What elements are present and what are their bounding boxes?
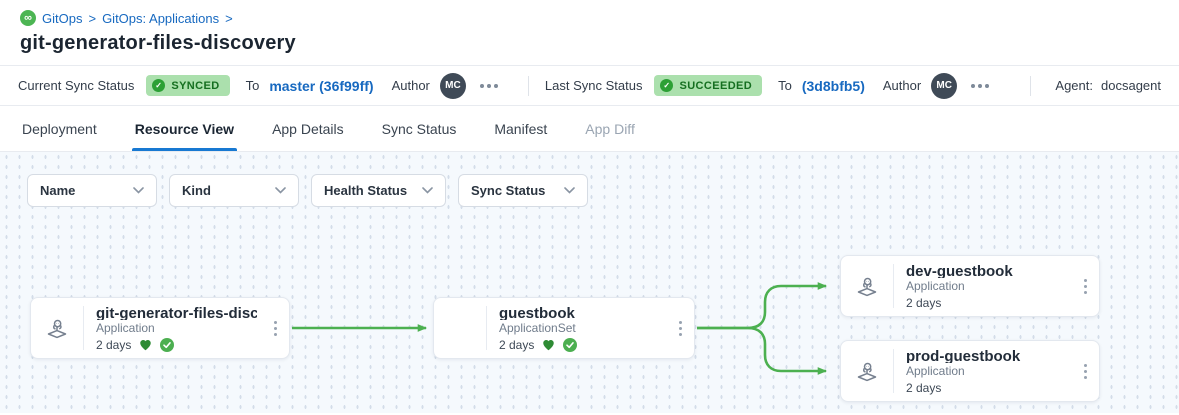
tab-bar: Deployment Resource View App Details Syn…	[0, 106, 1179, 152]
last-revision-link[interactable]: (3d8bfb5)	[801, 77, 865, 94]
node-title: dev-guestbook	[906, 263, 1013, 278]
tab-deployment[interactable]: Deployment	[22, 120, 97, 137]
breadcrumb-separator: >	[225, 10, 233, 26]
node-age: 2 days	[96, 338, 132, 352]
tab-app-details[interactable]: App Details	[272, 120, 344, 137]
sync-check-icon	[160, 338, 175, 352]
more-options-icon[interactable]	[479, 83, 498, 88]
more-options-icon[interactable]	[971, 83, 990, 88]
divider	[893, 349, 894, 393]
breadcrumb: ∞ GitOps > GitOps: Applications >	[20, 10, 1159, 26]
filter-sync-status-label: Sync Status	[471, 183, 546, 198]
breadcrumb-separator: >	[88, 10, 97, 26]
current-sync-status-label: Current Sync Status	[18, 78, 135, 93]
graph-filters: Name Kind Health Status Sync Status	[27, 174, 588, 207]
argo-application-icon	[31, 298, 83, 358]
succeeded-badge-label: SUCCEEDED	[679, 79, 753, 92]
node-title: guestbook	[499, 305, 575, 320]
page-title: git-generator-files-discovery	[20, 32, 296, 54]
to-label: To	[245, 78, 260, 93]
tab-manifest[interactable]: Manifest	[494, 120, 548, 137]
filter-health-status[interactable]: Health Status	[311, 174, 446, 207]
node-menu-icon[interactable]	[666, 298, 694, 358]
succeeded-badge: ✓ SUCCEEDED	[654, 75, 763, 96]
author-label: Author	[882, 78, 922, 93]
gitops-logo-icon: ∞	[20, 10, 36, 26]
sync-check-icon	[563, 338, 578, 352]
divider	[83, 306, 84, 350]
node-title: git-generator-files-disco...	[96, 305, 257, 320]
current-revision-link[interactable]: master (36f99ff)	[269, 77, 374, 94]
chevron-down-icon	[133, 187, 144, 194]
node-age: 2 days	[906, 381, 942, 395]
to-label: To	[778, 78, 792, 93]
divider	[1030, 75, 1032, 96]
check-circle-icon: ✓	[660, 79, 674, 92]
health-heart-icon	[543, 340, 555, 351]
breadcrumb-applications[interactable]: GitOps: Applications	[102, 10, 220, 26]
graph-edges	[292, 282, 828, 375]
node-age: 2 days	[499, 338, 535, 352]
node-git-generator-files-discovery[interactable]: git-generator-files-disco... Application…	[30, 297, 290, 359]
filter-health-status-label: Health Status	[324, 183, 408, 198]
chevron-down-icon	[422, 187, 433, 194]
node-kind: Application	[906, 364, 965, 378]
argo-application-icon	[841, 256, 893, 316]
argo-application-icon	[841, 341, 893, 401]
resource-graph: Name Kind Health Status Sync Status	[0, 152, 1179, 413]
node-kind: ApplicationSet	[499, 321, 576, 335]
divider	[527, 75, 529, 96]
breadcrumb-gitops[interactable]: GitOps	[42, 10, 83, 26]
node-age: 2 days	[906, 296, 942, 310]
filter-name[interactable]: Name	[27, 174, 157, 207]
node-menu-icon[interactable]	[1071, 256, 1099, 316]
node-menu-icon[interactable]	[261, 298, 289, 358]
node-menu-icon[interactable]	[1071, 341, 1099, 401]
status-bar: Current Sync Status ✓ SYNCED To master (…	[0, 65, 1179, 106]
node-kind: Application	[906, 279, 965, 293]
filter-name-label: Name	[40, 183, 76, 198]
applicationset-icon	[434, 298, 486, 358]
node-guestbook[interactable]: guestbook ApplicationSet 2 days	[433, 297, 695, 359]
health-heart-icon	[140, 340, 152, 351]
node-dev-guestbook[interactable]: dev-guestbook Application 2 days	[840, 255, 1100, 317]
author-label: Author	[391, 78, 430, 93]
tab-resource-view[interactable]: Resource View	[131, 106, 238, 151]
chevron-down-icon	[564, 187, 575, 194]
node-title: prod-guestbook	[906, 348, 1021, 363]
synced-badge-label: SYNCED	[171, 79, 220, 92]
check-circle-icon: ✓	[152, 79, 166, 92]
page-header: ∞ GitOps > GitOps: Applications > git-ge…	[0, 0, 1179, 65]
agent-label: Agent:	[1055, 78, 1093, 93]
agent-value: docsagent	[1101, 78, 1161, 93]
tab-app-diff: App Diff	[585, 120, 635, 137]
chevron-down-icon	[275, 187, 286, 194]
filter-sync-status[interactable]: Sync Status	[458, 174, 588, 207]
divider	[486, 306, 487, 350]
tab-sync-status[interactable]: Sync Status	[381, 120, 457, 137]
synced-badge: ✓ SYNCED	[146, 75, 230, 96]
filter-kind[interactable]: Kind	[169, 174, 299, 207]
author-avatar: MC	[931, 72, 958, 99]
filter-kind-label: Kind	[182, 183, 211, 198]
last-sync-status-label: Last Sync Status	[544, 78, 643, 93]
node-prod-guestbook[interactable]: prod-guestbook Application 2 days	[840, 340, 1100, 402]
node-kind: Application	[96, 321, 155, 335]
author-avatar: MC	[439, 72, 466, 99]
divider	[893, 264, 894, 308]
